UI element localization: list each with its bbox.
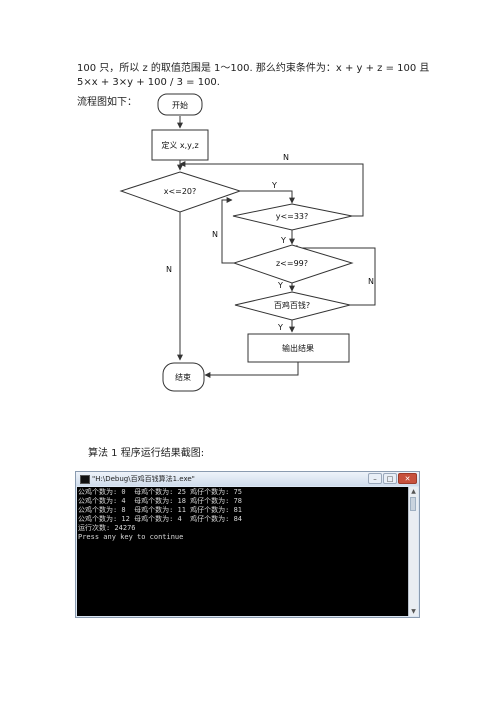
console-app-icon (80, 475, 90, 484)
flowchart-intro: 流程图如下： (77, 97, 137, 108)
arrow-z-no (221, 197, 234, 264)
console-line: 公鸡个数为: 0 母鸡个数为: 25 鸡仔个数为: 75 (78, 488, 243, 496)
console-window: "H:\Debug\百鸡百钱算法1.exe" – □ ✕ 公鸡个数为: 0 母鸡… (75, 471, 420, 618)
arrow-output-end (204, 362, 299, 378)
decision-z-label: z<=99? (276, 259, 308, 268)
window-title: "H:\Debug\百鸡百钱算法1.exe" (92, 475, 195, 483)
console-line: 公鸡个数为: 12 母鸡个数为: 4 鸡仔个数为: 84 (78, 515, 243, 523)
label-z-yes: Y (277, 281, 283, 290)
paragraph-line-2: 5×x + 3×y + 100 / 3 = 100. (77, 77, 220, 88)
scroll-up-icon[interactable]: ▲ (411, 488, 416, 495)
flowchart: 开始 定义 x,y,z x<=20? y<=33? z<=99? 百鸡百钱? 输… (119, 93, 376, 392)
arrow-y-no (179, 161, 364, 217)
label-x-yes: Y (271, 181, 277, 190)
paragraph-line-1: 100 只，所以 z 的取值范围是 1～100. 那么约束条件为：x + y +… (77, 63, 430, 74)
arrow-check-no (291, 245, 376, 306)
close-button[interactable]: ✕ (398, 473, 417, 484)
label-check-no: N (368, 277, 374, 286)
decision-check-label: 百鸡百钱? (274, 300, 310, 310)
start-label: 开始 (172, 100, 188, 110)
label-check-yes: Y (277, 323, 283, 332)
start-terminator (157, 93, 203, 116)
vertical-scrollbar[interactable]: ▲ ▼ (408, 487, 418, 616)
decision-x-label: x<=20? (164, 187, 197, 196)
arrow-x-yes (240, 190, 295, 204)
decision-y (232, 203, 353, 231)
console-line: Press any key to continue (78, 533, 184, 541)
decision-check (234, 291, 351, 321)
minimize-button[interactable]: – (368, 473, 382, 484)
scroll-thumb[interactable] (410, 497, 416, 511)
output-label: 输出结果 (282, 343, 314, 353)
label-y-yes: Y (280, 236, 286, 245)
maximize-button[interactable]: □ (383, 473, 397, 484)
decision-x (119, 171, 242, 213)
screenshot-caption: 算法 1 程序运行结果截图: (88, 448, 205, 459)
label-z-no: N (212, 230, 218, 239)
end-label: 结束 (175, 372, 191, 382)
console-line: 公鸡个数为: 8 母鸡个数为: 11 鸡仔个数为: 81 (78, 506, 243, 514)
define-label: 定义 x,y,z (161, 140, 198, 150)
label-y-no: N (283, 153, 289, 162)
scroll-down-icon[interactable]: ▼ (411, 608, 416, 615)
window-titlebar[interactable]: "H:\Debug\百鸡百钱算法1.exe" – □ ✕ (76, 472, 419, 486)
decision-z (232, 244, 354, 284)
end-terminator (162, 362, 205, 392)
label-x-no: N (166, 265, 172, 274)
console-line: 运行次数: 24276 (78, 524, 136, 532)
define-box (151, 129, 209, 161)
console-line: 公鸡个数为: 4 母鸡个数为: 18 鸡仔个数为: 78 (78, 497, 243, 505)
output-box (247, 333, 350, 363)
decision-y-label: y<=33? (276, 212, 309, 221)
console-output[interactable]: 公鸡个数为: 0 母鸡个数为: 25 鸡仔个数为: 75 公鸡个数为: 4 母鸡… (77, 487, 409, 616)
